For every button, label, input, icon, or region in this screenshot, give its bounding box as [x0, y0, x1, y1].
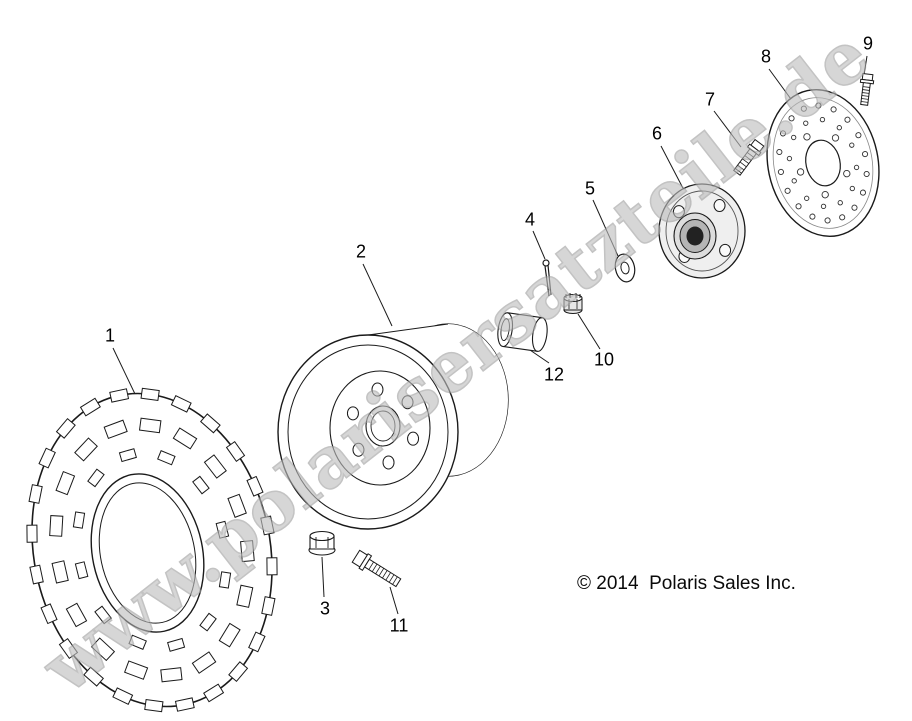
leader-line-7: [713, 110, 742, 148]
part-callout-10: 10: [593, 349, 615, 370]
washer-drawing: [614, 253, 636, 283]
cotter-pin-drawing: [542, 259, 552, 297]
part-callout-8: 8: [760, 46, 772, 67]
wheel-hub-drawing: [658, 183, 746, 279]
disc-bolt-holes: [796, 133, 851, 199]
part-callout-11: 11: [389, 615, 409, 636]
part-callout-9: 9: [862, 33, 874, 54]
wheel-rim-drawing: [277, 323, 509, 530]
castle-nut-drawing: [563, 293, 583, 314]
leader-lines: [112, 55, 868, 615]
leader-line-9: [863, 55, 868, 76]
leader-line-11: [389, 586, 399, 615]
leader-line-2: [362, 263, 393, 327]
part-callout-1: 1: [104, 325, 116, 346]
part-callout-5: 5: [584, 178, 596, 199]
spacer-drawing: [497, 312, 548, 352]
wheel-stud-drawing: [351, 549, 402, 588]
brake-disc-drawing: [766, 89, 880, 237]
disc-drilled-holes: [776, 102, 870, 224]
part-callout-2: 2: [355, 241, 367, 262]
disc-bolt-drawing: [859, 72, 875, 106]
tire-tread-blocks: [26, 387, 278, 713]
leader-line-6: [660, 145, 687, 195]
part-callout-12: 12: [543, 364, 565, 385]
hub-bolt-drawing: [732, 138, 765, 176]
part-callout-3: 3: [319, 598, 331, 619]
leader-line-4: [532, 230, 546, 260]
copyright-text: © 2014 Polaris Sales Inc.: [577, 573, 796, 594]
leader-line-5: [592, 199, 619, 257]
part-callout-4: 4: [524, 209, 536, 230]
tire-drawing: [26, 387, 278, 713]
hub-stud-holes: [672, 199, 732, 263]
lug-nut-drawing: [308, 530, 336, 556]
leader-line-10: [577, 313, 601, 350]
part-callout-7: 7: [704, 89, 716, 110]
leader-line-3: [321, 556, 325, 598]
rim-lug-holes: [346, 382, 420, 470]
part-callout-6: 6: [651, 123, 663, 144]
